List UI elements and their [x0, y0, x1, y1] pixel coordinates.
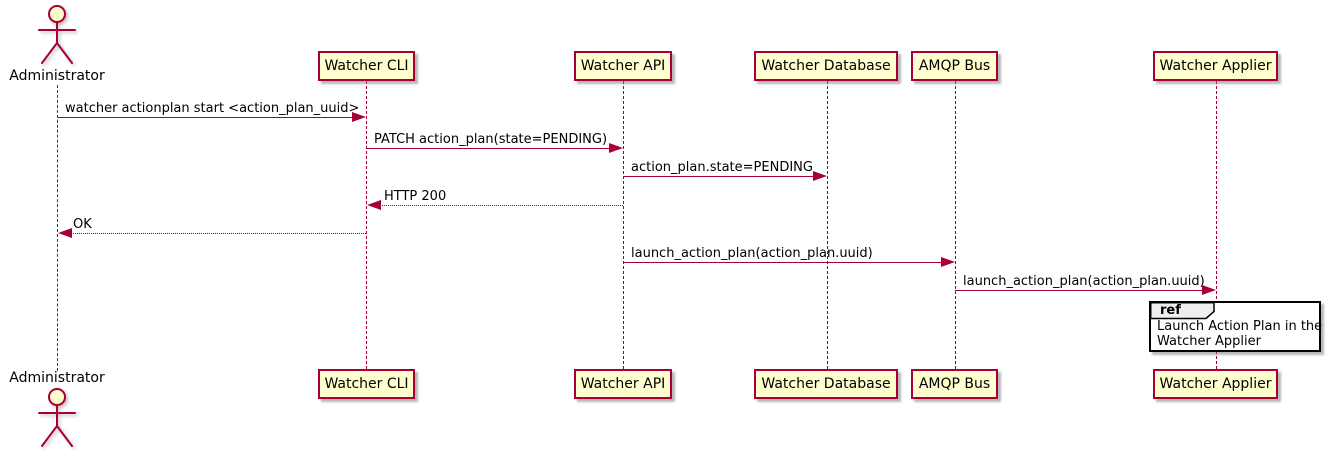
ref-fragment: ref Launch Action Plan in the Watcher Ap…: [1149, 301, 1322, 352]
actor-label-bottom: Administrator: [9, 370, 105, 386]
message-line-2: [366, 148, 610, 149]
lifeline-watcher-applier: [1216, 81, 1217, 369]
lifeline-amqp-bus: [955, 81, 956, 369]
participant-box-amqp-bus-top: AMQP Bus: [911, 51, 998, 81]
actor-icon: [38, 388, 76, 447]
participant-box-watcher-cli-bottom: Watcher CLI: [318, 369, 415, 399]
arrowhead-icon: [352, 112, 366, 122]
participant-box-amqp-bus-bottom: AMQP Bus: [911, 369, 998, 399]
participant-box-watcher-cli-top: Watcher CLI: [318, 51, 415, 81]
ref-tab-icon: [1150, 302, 1215, 320]
participant-box-watcher-api-bottom: Watcher API: [574, 369, 672, 399]
lifeline-watcher-cli: [366, 81, 367, 369]
message-label-5: OK: [73, 217, 92, 232]
actor-label-top: Administrator: [9, 68, 105, 84]
message-label-7: launch_action_plan(action_plan.uuid): [963, 274, 1205, 289]
arrowhead-icon: [813, 171, 827, 181]
message-line-7: [955, 290, 1203, 291]
message-label-2: PATCH action_plan(state=PENDING): [374, 132, 608, 147]
message-line-4: [380, 205, 623, 206]
message-label-3: action_plan.state=PENDING: [631, 160, 813, 175]
participant-box-watcher-applier-top: Watcher Applier: [1153, 51, 1278, 81]
ref-keyword: ref: [1160, 303, 1181, 318]
message-label-1: watcher actionplan start <action_plan_uu…: [65, 101, 360, 116]
message-line-6: [623, 262, 942, 263]
message-line-3: [623, 176, 814, 177]
lifeline-administrator: [57, 85, 58, 371]
participant-box-watcher-applier-bottom: Watcher Applier: [1153, 369, 1278, 399]
arrowhead-icon: [1202, 285, 1216, 295]
participant-box-watcher-database-bottom: Watcher Database: [754, 369, 898, 399]
actor-icon: [38, 5, 76, 64]
lifeline-watcher-database: [827, 81, 828, 369]
message-line-5: [71, 233, 366, 234]
ref-text-line-2: Watcher Applier: [1157, 334, 1261, 349]
participant-box-watcher-api-top: Watcher API: [574, 51, 672, 81]
participant-box-watcher-database-top: Watcher Database: [754, 51, 898, 81]
ref-text: Launch Action Plan in the Watcher Applie…: [1157, 319, 1322, 349]
message-label-6: launch_action_plan(action_plan.uuid): [631, 246, 873, 261]
message-label-4: HTTP 200: [384, 189, 447, 204]
message-line-1: [57, 117, 353, 118]
arrowhead-icon: [58, 228, 72, 238]
arrowhead-icon: [941, 257, 955, 267]
ref-text-line-1: Launch Action Plan in the: [1157, 319, 1323, 334]
lifeline-watcher-api: [623, 81, 624, 369]
arrowhead-icon: [609, 143, 623, 153]
arrowhead-icon: [367, 200, 381, 210]
